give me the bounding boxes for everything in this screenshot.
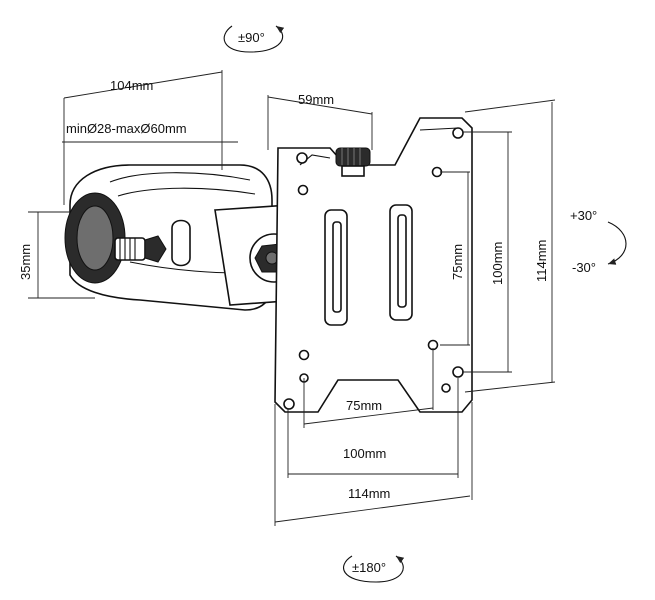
vesa100-vertical-label: 100mm xyxy=(490,242,505,285)
plate-width-label: 114mm xyxy=(348,486,390,501)
tilt-down-label: -30° xyxy=(572,260,596,275)
arm-length-label: 104mm xyxy=(110,78,153,93)
vesa75-vertical-label: 75mm xyxy=(450,244,465,280)
swivel-label: ±90° xyxy=(238,30,265,45)
swivel-icon xyxy=(223,25,285,53)
vesa-plate xyxy=(274,117,473,413)
tilt-up-label: +30° xyxy=(570,208,597,223)
vesa100-horizontal-label: 100mm xyxy=(343,446,386,461)
rotation-label: ±180° xyxy=(352,560,386,575)
tilt-arc-icon xyxy=(607,221,627,265)
vesa75-horizontal-label: 75mm xyxy=(346,398,382,413)
clamp-height-label: 35mm xyxy=(18,244,33,280)
clamp-assembly xyxy=(64,164,301,311)
clamp-range-label: minØ28-maxØ60mm xyxy=(66,121,187,136)
plate-height-label: 114mm xyxy=(534,240,549,282)
rotate-arrows-icon xyxy=(343,555,405,583)
dimension-lines xyxy=(28,70,556,526)
plate-offset-label: 59mm xyxy=(298,92,334,107)
